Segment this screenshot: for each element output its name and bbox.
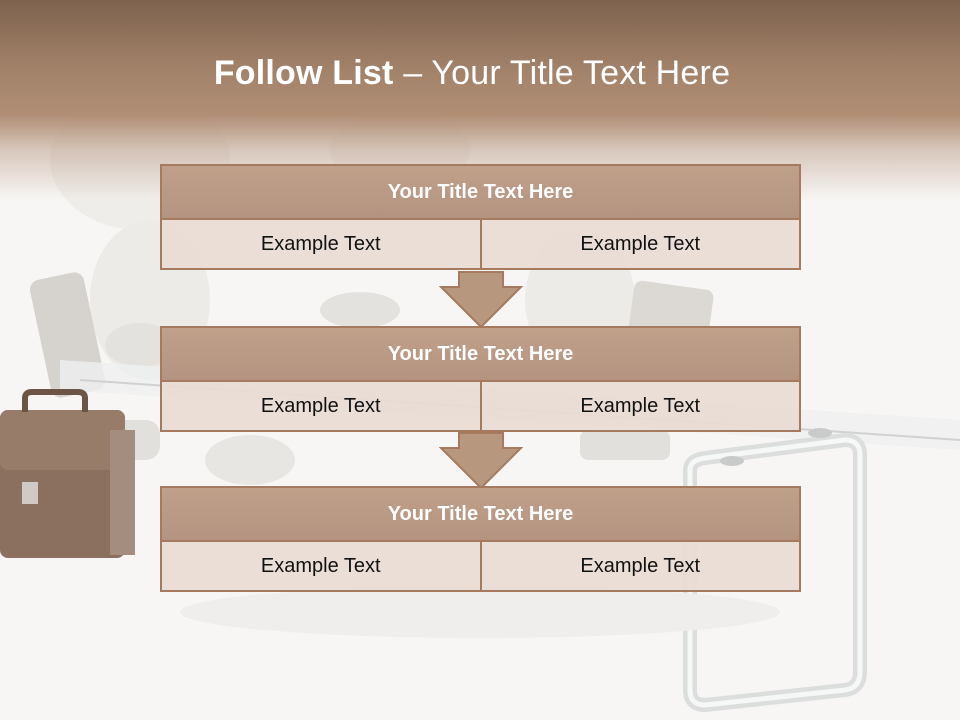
slide-title-rest: – Your Title Text Here <box>393 54 731 92</box>
slide-title-bold: Follow List <box>213 54 394 92</box>
block-title: Your Title Text Here <box>160 486 801 542</box>
slide-title: Follow List – Your Title Text Here <box>0 54 944 93</box>
list-block-3: Your Title Text Here Example Text Exampl… <box>160 486 801 592</box>
block-cell-right: Example Text <box>481 220 801 270</box>
block-cell-left: Example Text <box>160 542 482 592</box>
block-title: Your Title Text Here <box>160 164 801 220</box>
block-cell-left: Example Text <box>160 382 482 432</box>
block-title: Your Title Text Here <box>160 326 801 382</box>
block-cell-right: Example Text <box>481 382 801 432</box>
down-arrow-icon <box>439 271 523 329</box>
down-arrow-icon <box>439 432 523 490</box>
block-cell-right: Example Text <box>481 542 801 592</box>
list-block-2: Your Title Text Here Example Text Exampl… <box>160 326 801 432</box>
list-block-1: Your Title Text Here Example Text Exampl… <box>160 164 801 270</box>
block-cell-left: Example Text <box>160 220 482 270</box>
